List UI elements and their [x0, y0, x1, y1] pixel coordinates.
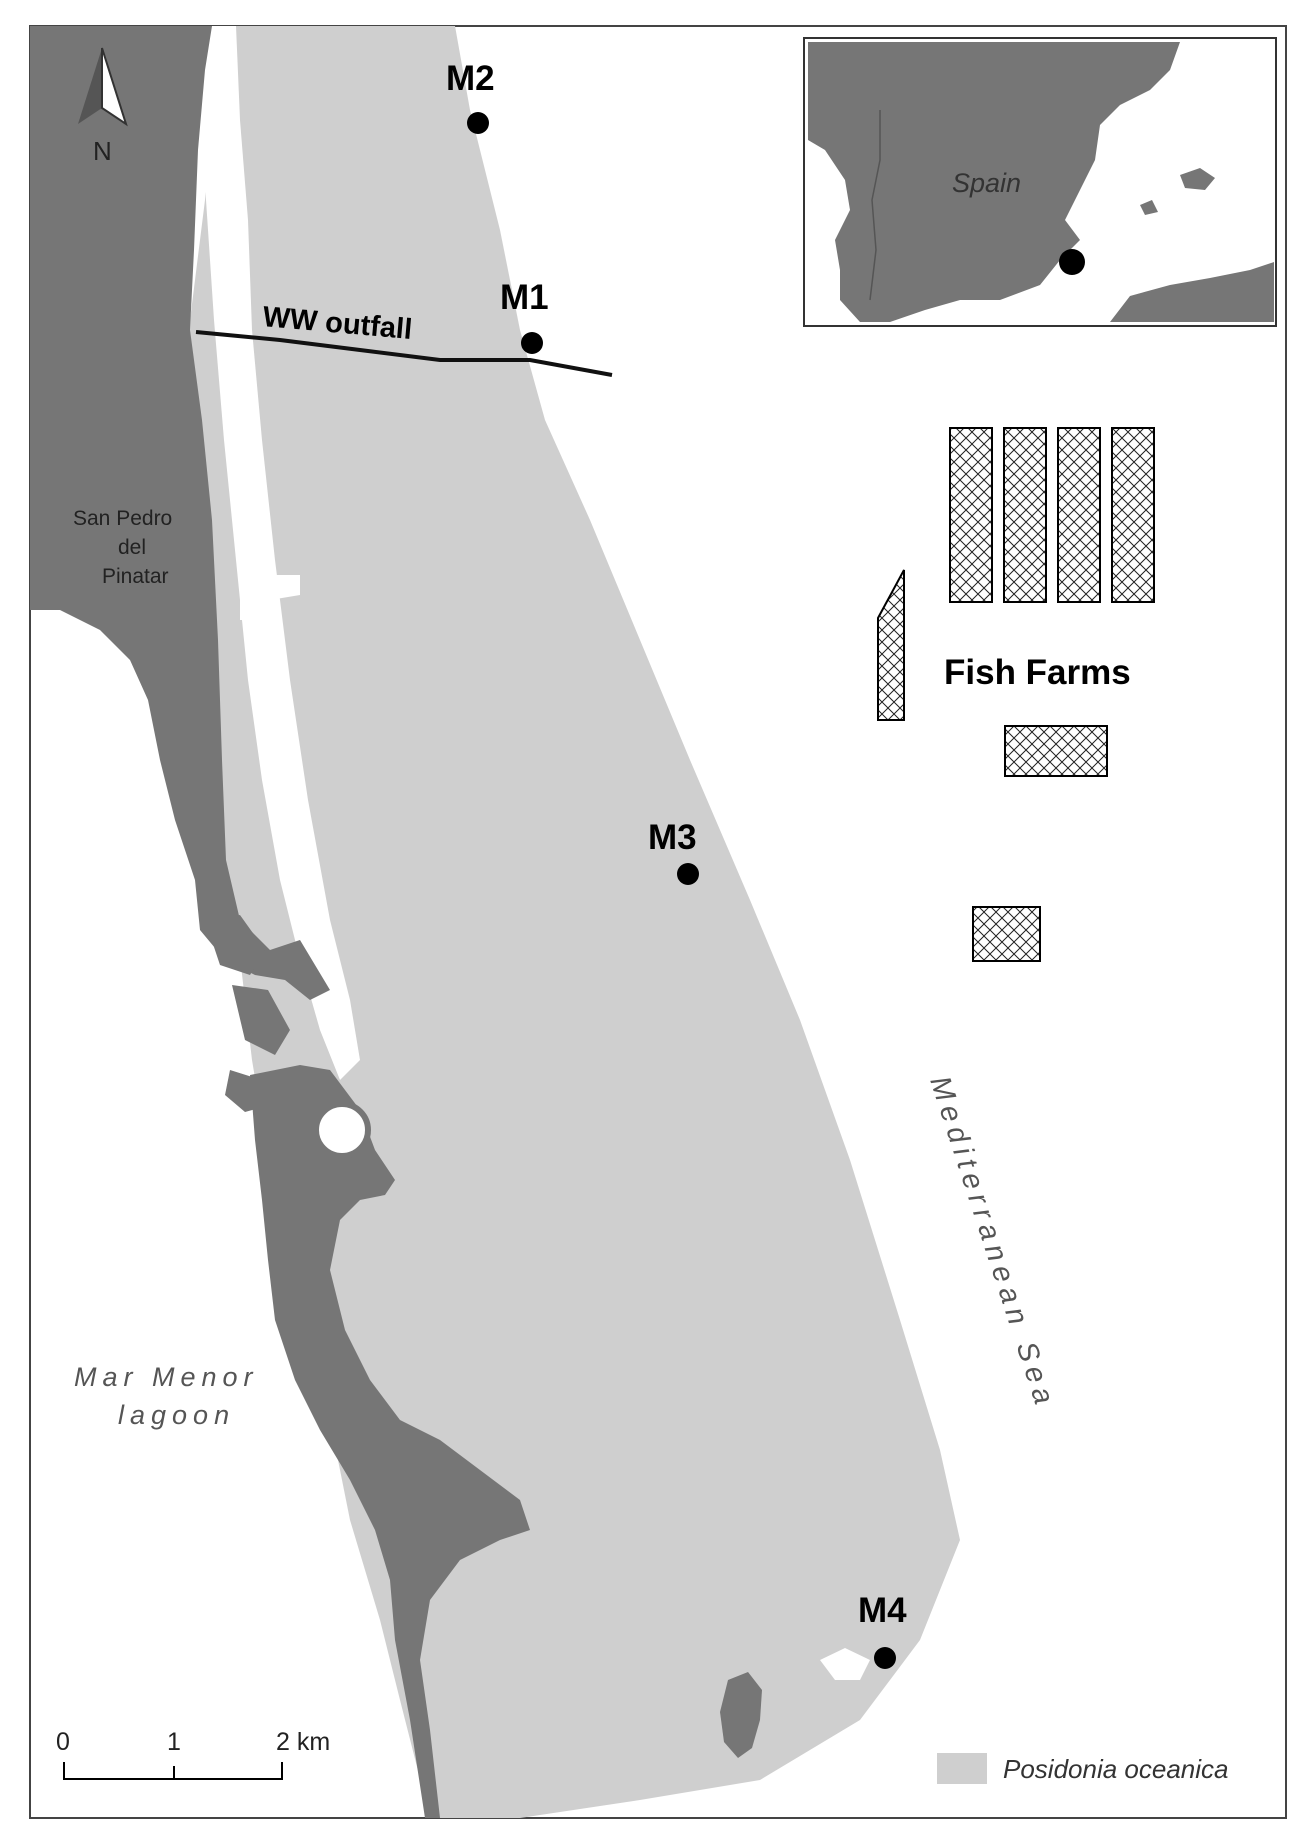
fish-farms	[877, 427, 1155, 962]
fish-farm-cage	[1003, 427, 1047, 603]
inset-iberia	[808, 42, 1180, 322]
station-label: M4	[858, 1591, 907, 1630]
fish-farm-cage	[972, 906, 1041, 962]
inset-africa	[1110, 262, 1274, 322]
land-spit	[250, 1065, 530, 1818]
fish-farm-cage	[949, 427, 993, 603]
legend: Posidonia oceanica	[937, 1753, 1229, 1784]
small-island	[720, 1672, 762, 1758]
inset-balearic-2	[1140, 200, 1158, 215]
scale-bar: 0 1 2 km	[56, 1728, 330, 1780]
station-marker	[521, 332, 543, 354]
scale-tick-1: 1	[167, 1728, 181, 1756]
north-arrow-icon	[78, 48, 102, 124]
station-m3: M3	[648, 818, 699, 885]
station-marker	[874, 1647, 896, 1669]
fish-farm-cage	[1057, 427, 1101, 603]
lagoon-label-line1: Mar Menor	[74, 1362, 259, 1392]
north-label: N	[93, 136, 112, 166]
inset-border	[869, 110, 881, 301]
town-label-line1: San Pedro	[73, 507, 172, 530]
sand-strip	[205, 26, 360, 1080]
station-marker	[467, 112, 489, 134]
station-label: M2	[446, 59, 495, 98]
station-m4: M4	[858, 1591, 907, 1669]
legend-label: Posidonia oceanica	[1003, 1754, 1229, 1784]
station-marker	[677, 863, 699, 885]
salt-pan-1	[205, 915, 265, 975]
town-label-line2: del	[118, 536, 146, 559]
legend-swatch	[937, 1753, 987, 1784]
fish-farm-cage	[1111, 427, 1155, 603]
harbour	[240, 575, 300, 620]
station-m2: M2	[446, 59, 495, 134]
fish-farms-label: Fish Farms	[944, 653, 1131, 692]
fish-farm-cage	[1004, 725, 1108, 777]
town-label-line3: Pinatar	[102, 565, 169, 588]
inset-country-label: Spain	[952, 168, 1021, 198]
station-label: M3	[648, 818, 697, 857]
lagoon-label-line2: lagoon	[118, 1400, 235, 1430]
scale-tick-0: 0	[56, 1728, 70, 1756]
station-m1: M1	[500, 278, 549, 354]
station-label: M1	[500, 278, 549, 317]
sand-patch-m4	[820, 1648, 870, 1680]
land-north	[30, 26, 330, 1000]
inset-location-marker	[1059, 249, 1085, 275]
round-pond	[313, 1101, 371, 1159]
fish-farm-wedge	[877, 569, 905, 721]
scale-tick-2: 2 km	[276, 1728, 330, 1756]
north-arrow-icon-right	[101, 47, 128, 127]
posidonia-area	[185, 26, 960, 1818]
outfall-line	[195, 330, 613, 377]
inset-map: Spain	[803, 37, 1277, 327]
salt-pan-2	[232, 985, 290, 1055]
north-arrow: N	[78, 47, 128, 166]
inset-balearic	[1180, 168, 1215, 190]
